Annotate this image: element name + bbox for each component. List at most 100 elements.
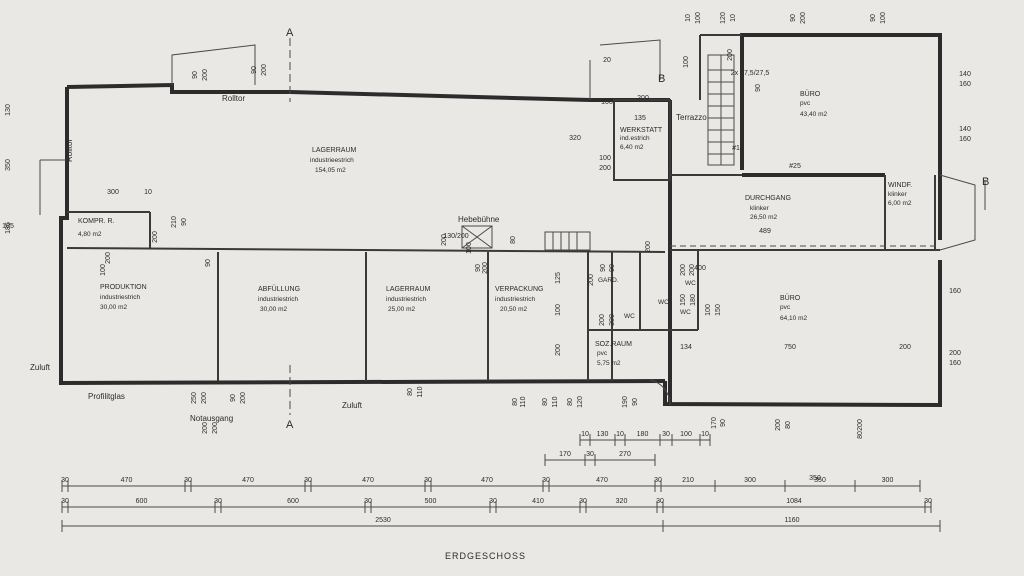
hebebuehne-stair	[461, 225, 591, 251]
chain1-value: 470	[242, 477, 254, 484]
opening-dimension: 180	[690, 294, 697, 306]
chain1-value: 210	[682, 477, 694, 484]
upper-small-value: 10	[616, 431, 624, 438]
opening-dimension: 170	[711, 417, 718, 429]
room-floor: industriestrich	[386, 296, 426, 303]
room-floor: pvc	[597, 350, 608, 357]
interior-dimension: 160	[959, 136, 971, 143]
chain2-value: 30	[364, 498, 372, 505]
opening-dimension: 80	[785, 421, 792, 429]
room-name: BÜRO	[800, 90, 821, 98]
opening-dimension: 200	[202, 69, 209, 81]
opening-dimension: 200	[775, 419, 782, 431]
top-dimension: 100	[695, 12, 702, 24]
chain1-value: 470	[596, 477, 608, 484]
opening-dimension: 80	[510, 236, 517, 244]
room-area: 26,50 m2	[750, 214, 777, 221]
room-area: 6,00 m2	[888, 200, 912, 207]
chain1-value: 470	[362, 477, 374, 484]
opening-dimension: 200	[645, 241, 652, 253]
room-area: 154,05 m2	[315, 167, 346, 174]
room-area: 6,40 m2	[620, 144, 644, 151]
room-floor: ind.estrich	[620, 135, 650, 142]
chain1-value: 470	[481, 477, 493, 484]
hebebuehne-label: Hebebühne	[458, 215, 500, 224]
room-floor: pvc	[800, 100, 811, 107]
chain2-value: 410	[532, 498, 544, 505]
chain1-value: 30	[542, 477, 550, 484]
opening-dimension: 90	[181, 218, 188, 226]
opening-dimension: 100	[100, 264, 107, 276]
room-labels: LAGERRAUM industrieestrich 154,05 m2 WER…	[78, 90, 912, 367]
chain2-value: 320	[616, 498, 628, 505]
wc-label: WC	[658, 299, 669, 306]
section-a-bottom: A	[286, 419, 294, 431]
chain2-value: 30	[489, 498, 497, 505]
exterior-walls	[59, 33, 942, 408]
opening-dimension: 130/200	[443, 233, 468, 240]
edge-dimension: 185	[5, 222, 12, 234]
terrazzo-label: Terrazzo	[676, 113, 707, 122]
opening-dimension: 90	[230, 394, 237, 402]
upper-small-value: 130	[597, 431, 609, 438]
section-b-right: B	[982, 176, 989, 188]
opening-dimension: 110	[520, 396, 527, 407]
opening-dimension: 80	[542, 398, 549, 406]
interior-dimension: 160	[959, 81, 971, 88]
interior-dimension: 134	[680, 344, 692, 351]
interior-dimension: 400	[694, 265, 706, 272]
room-name: ABFÜLLUNG	[258, 285, 300, 293]
door-swings	[39, 39, 976, 406]
room-area: 30,00 m2	[260, 306, 287, 313]
chain1-value: 300	[882, 477, 894, 484]
opening-dimension: 90	[251, 66, 258, 74]
chain2-value: 1084	[786, 498, 802, 505]
opening-dimension: 100	[683, 56, 690, 68]
chain1-value: 30	[61, 477, 69, 484]
room-area: 5,75 m2	[597, 360, 621, 367]
opening-dimension: 125	[555, 272, 562, 284]
room-area: 30,00 m2	[100, 304, 127, 311]
opening-dimension: 80	[567, 398, 574, 406]
opening-dimension: 150	[680, 294, 687, 306]
opening-dimension: 80	[407, 388, 414, 396]
room-name: LAGERRAUM	[386, 286, 431, 293]
opening-dimension: 300	[609, 314, 616, 326]
opening-dimension: 200	[152, 231, 159, 243]
opening-dimension: 80	[857, 431, 864, 439]
interior-dimension: 20	[603, 57, 611, 64]
chain2-value: 600	[287, 498, 299, 505]
opening-dimension: 200	[240, 392, 247, 404]
wc-label: WC	[680, 309, 691, 316]
opening-dimension: 2x 17,5/27,5	[731, 70, 770, 77]
overall-left-value: 2530	[375, 517, 391, 524]
interior-dimension: 200	[599, 165, 611, 172]
opening-dimension: 200	[202, 422, 209, 434]
opening-dimension: 200	[212, 422, 219, 434]
opening-dimension: 200	[201, 392, 208, 404]
interior-dimension: 10	[144, 189, 152, 196]
interior-dimension: 135	[634, 115, 646, 122]
chain2-value: 500	[425, 498, 437, 505]
interior-dimension: 140	[959, 126, 971, 133]
section-b-left: B	[658, 73, 665, 85]
interior-dimension: 100	[599, 155, 611, 162]
opening-dimension: 150	[715, 304, 722, 316]
opening-dimension: 110	[417, 386, 424, 397]
opening-dimension: 200	[727, 49, 734, 61]
interior-dimension: 185	[2, 223, 14, 230]
opening-dimension: 200	[599, 314, 606, 326]
drawing-title: ERDGESCHOSS	[445, 551, 526, 561]
room-name: WERKSTATT	[620, 127, 663, 134]
opening-dimension: 90	[192, 71, 199, 79]
opening-dimension: 200	[441, 234, 448, 246]
opening-dimension: 210	[171, 216, 178, 228]
room-floor: industrieestrich	[310, 157, 354, 164]
chain1-value: 30	[184, 477, 192, 484]
room-area: 64,10 m2	[780, 315, 807, 322]
upper-small-value: 180	[637, 431, 649, 438]
dimension-chains	[61, 434, 941, 532]
top-dimension: 10	[730, 14, 737, 22]
opening-dimension: 90	[755, 84, 762, 92]
